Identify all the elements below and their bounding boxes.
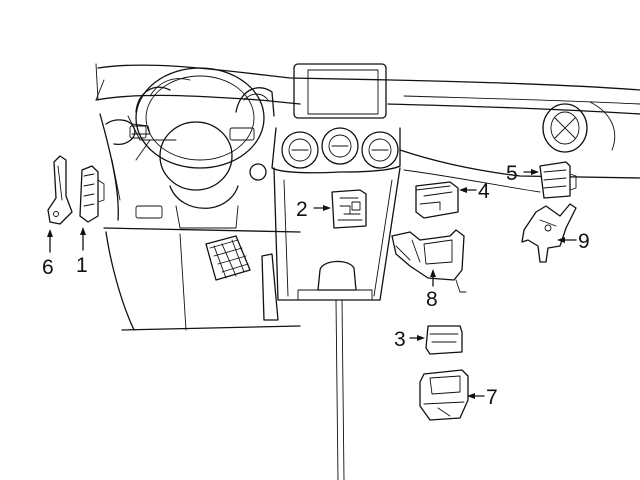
- part-8-bracket: [391, 229, 467, 293]
- steering-wheel: [129, 67, 265, 229]
- part-4-control-unit: [415, 181, 459, 219]
- callout-1: 1: [76, 254, 88, 277]
- part-9-bracket: [521, 203, 577, 263]
- callout-labels: 1 2 3 4 5 6 7 8 9: [42, 162, 590, 409]
- center-console: [273, 167, 401, 480]
- callout-5: 5: [506, 162, 518, 185]
- callout-7: 7: [486, 386, 498, 409]
- callout-8: 8: [426, 288, 438, 311]
- part-1-module: [79, 165, 105, 223]
- center-air-vents: [249, 127, 401, 181]
- callout-6: 6: [42, 256, 54, 279]
- instrument-cluster: [135, 86, 275, 117]
- part-5-module: [539, 161, 577, 199]
- center-display: [293, 63, 387, 119]
- instrument-panel-drawing: [95, 63, 640, 331]
- callout-9: 9: [578, 230, 590, 253]
- callout-3: 3: [394, 328, 406, 351]
- callout-2: 2: [296, 198, 308, 221]
- part-3-module: [425, 325, 463, 355]
- pedals: [121, 205, 301, 331]
- part-7-module: [419, 369, 469, 421]
- part-2-relay-box: [331, 189, 367, 229]
- part-6-bracket: [47, 155, 73, 225]
- callout-4: 4: [478, 180, 490, 203]
- callout-arrows: [47, 169, 577, 399]
